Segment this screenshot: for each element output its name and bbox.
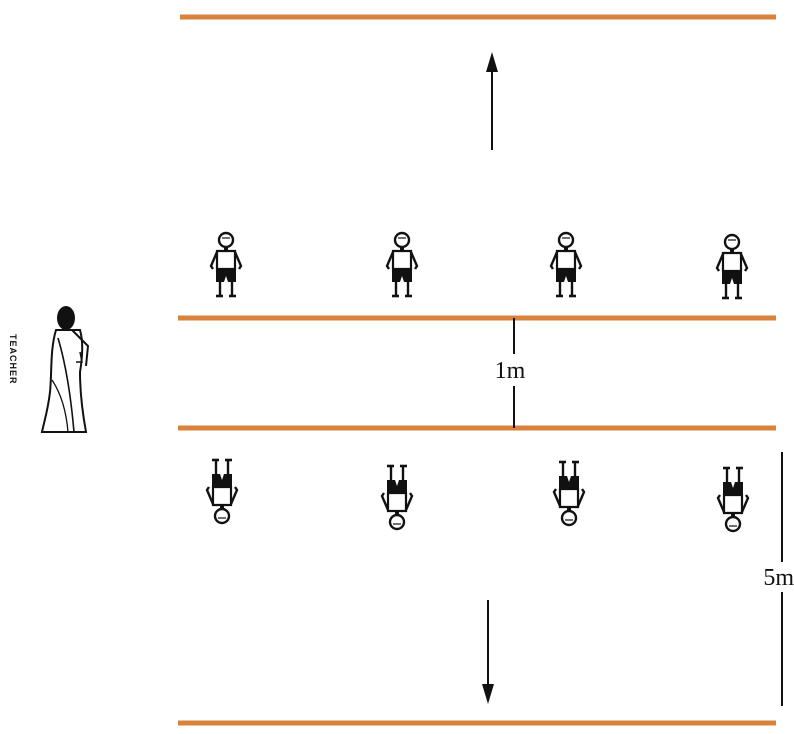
child-figure-icon (549, 231, 583, 298)
child-figure-icon (380, 464, 414, 531)
child-figure-icon (716, 466, 750, 533)
arrow-up-icon (486, 52, 498, 150)
lower-student-row (205, 458, 750, 533)
run-dimension: 5m (763, 452, 794, 706)
upper-student-row (209, 231, 749, 300)
run-distance-label: 5m (763, 565, 794, 591)
child-figure-icon (715, 233, 749, 300)
track-lines (178, 14, 776, 726)
child-figure-icon (209, 231, 243, 298)
gap-dimension: 1m (495, 318, 526, 428)
arrow-down-icon (482, 600, 494, 704)
gap-label: 1m (495, 358, 526, 384)
teacher-in-saree-icon (40, 306, 90, 433)
child-figure-icon (385, 231, 419, 298)
child-figure-icon (205, 458, 239, 525)
child-figure-icon (552, 460, 586, 527)
teacher-label: TEACHER (8, 334, 18, 385)
